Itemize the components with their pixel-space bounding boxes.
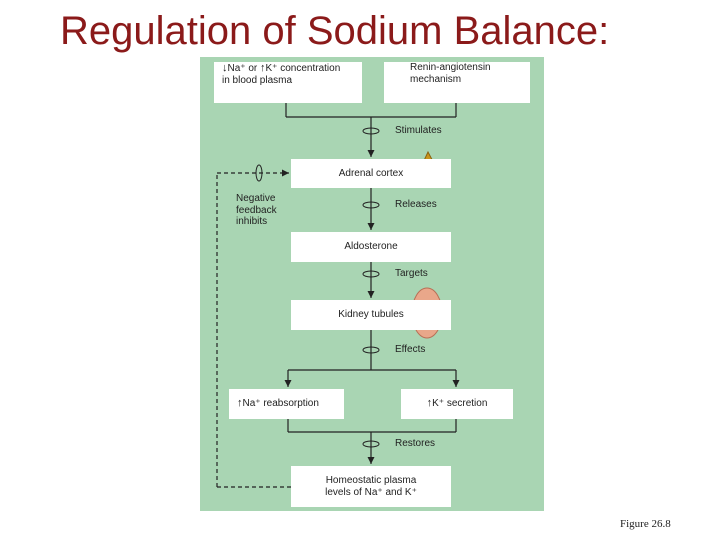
increase-arrow: ↑ bbox=[260, 62, 266, 74]
figure-caption: Figure 26.8 bbox=[620, 518, 671, 530]
homeostatic-line2: levels of Na⁺ and K⁺ bbox=[325, 486, 417, 498]
targets-label: Targets bbox=[395, 268, 428, 279]
na-k-line2: in blood plasma bbox=[222, 75, 293, 87]
na-k-line1: Na⁺ or bbox=[227, 63, 261, 74]
na-reabsorption-label: Na⁺ reabsorption bbox=[242, 398, 319, 409]
aldosterone-label: Aldosterone bbox=[344, 241, 398, 252]
decrease-arrow: ↓ bbox=[222, 62, 228, 74]
increase-arrow: ↑ bbox=[426, 397, 433, 410]
increase-arrow: ↑ bbox=[237, 397, 243, 410]
na-k-line1b: K⁺ concentration bbox=[265, 63, 341, 74]
homeostatic-levels-box: Homeostatic plasma levels of Na⁺ and K⁺ bbox=[291, 466, 451, 507]
renin-line2: mechanism bbox=[410, 74, 462, 85]
kidney-tubules-box: Kidney tubules bbox=[291, 300, 451, 330]
feedback-line1: Negative bbox=[236, 193, 276, 204]
negative-feedback-label: Negative feedback inhibits bbox=[236, 193, 277, 228]
figure-panel bbox=[200, 57, 544, 511]
na-k-concentration-box: ↓Na⁺ or ↑K⁺ concentration in blood plasm… bbox=[214, 62, 362, 103]
feedback-line3: inhibits bbox=[236, 216, 268, 227]
na-reabsorption-box: ↑Na⁺ reabsorption bbox=[229, 389, 344, 419]
adrenal-cortex-box: Adrenal cortex bbox=[291, 159, 451, 188]
releases-label: Releases bbox=[395, 199, 437, 210]
restores-label: Restores bbox=[395, 438, 436, 449]
aldosterone-box: Aldosterone bbox=[291, 232, 451, 262]
k-secretion-box: ↑K⁺ secretion bbox=[401, 389, 513, 419]
feedback-line2: feedback bbox=[236, 204, 277, 216]
kidney-tubules-label: Kidney tubules bbox=[338, 309, 404, 320]
renin-angiotensin-box: Renin-angiotensin mechanism bbox=[384, 62, 530, 103]
homeostatic-line1: Homeostatic plasma bbox=[325, 474, 417, 486]
slide-title: Regulation of Sodium Balance: bbox=[60, 9, 610, 53]
renin-line1: Renin-angiotensin bbox=[410, 62, 491, 73]
stimulates-label: Stimulates bbox=[395, 125, 442, 136]
k-secretion-label: K⁺ secretion bbox=[432, 398, 488, 409]
adrenal-cortex-label: Adrenal cortex bbox=[338, 167, 404, 179]
effects-label: Effects bbox=[395, 344, 426, 355]
